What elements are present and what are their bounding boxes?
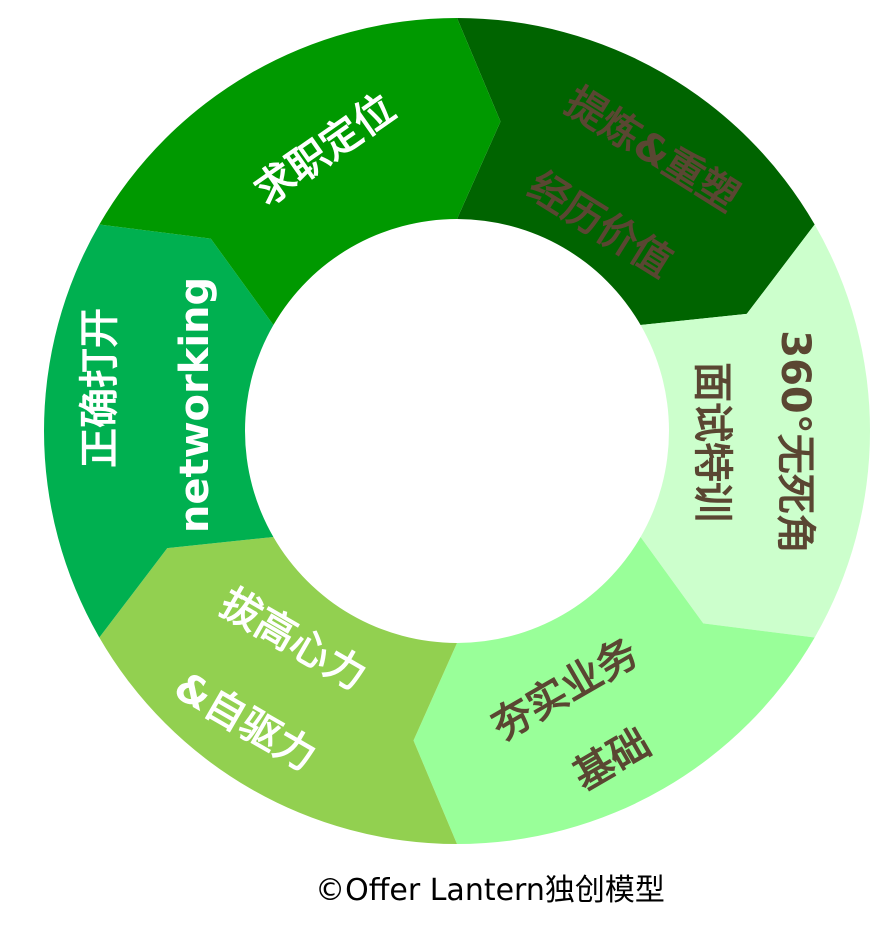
footer-credit: ©Offer Lantern独创模型	[315, 873, 665, 908]
ring-segment	[99, 537, 457, 844]
segment-label: 正确打开	[77, 308, 123, 468]
segment-label: 360°无死角	[772, 330, 818, 554]
ring-segment	[640, 224, 870, 638]
ring-segment	[99, 18, 501, 325]
segment-label: 面试特训	[689, 362, 735, 522]
ring-segment	[413, 537, 815, 845]
ring-segment	[457, 18, 815, 325]
segment-label: networking	[172, 277, 218, 533]
ring-segment	[44, 224, 274, 638]
